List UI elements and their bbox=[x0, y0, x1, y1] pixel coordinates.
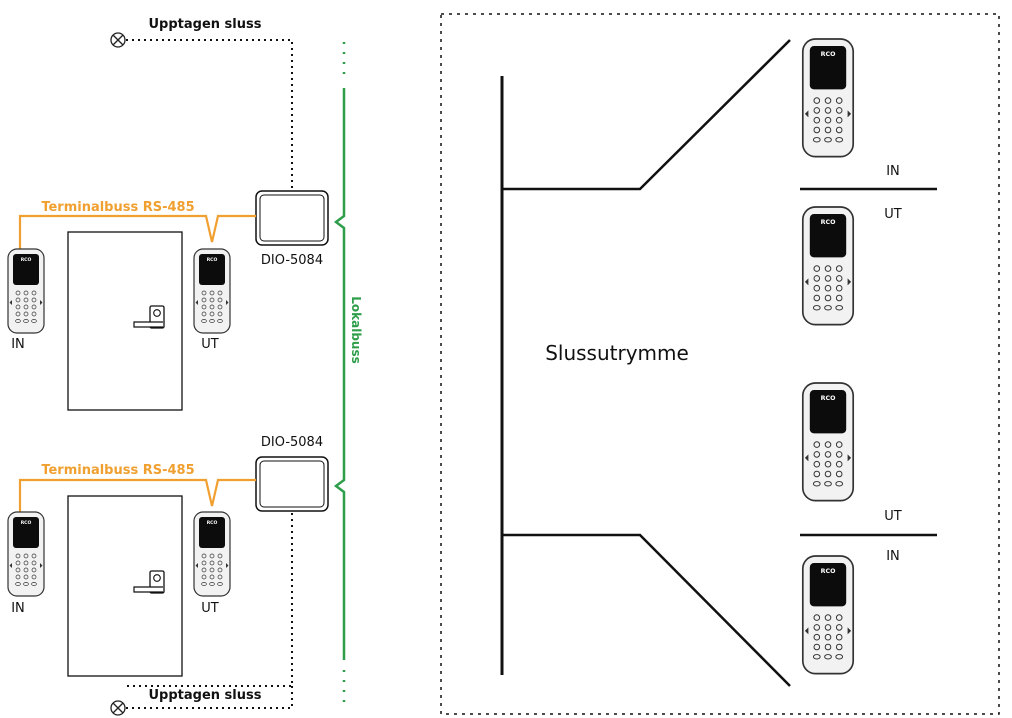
reader-label-ut: UT bbox=[201, 337, 219, 352]
busy-airlock-label-top: Upptagen sluss bbox=[149, 17, 262, 32]
dio-label-top: DIO-5084 bbox=[261, 253, 323, 268]
airlock-frame bbox=[440, 13, 1000, 715]
local-bus-line bbox=[333, 88, 346, 660]
lamp-icon bbox=[110, 32, 126, 48]
terminal-bus-bottom bbox=[18, 478, 256, 513]
door-bottom bbox=[67, 495, 183, 677]
lamp-icon bbox=[110, 700, 126, 716]
reader-label-in: IN bbox=[886, 164, 900, 179]
door-top-swing bbox=[502, 39, 791, 191]
reader-label-in: IN bbox=[886, 549, 900, 564]
door-top bbox=[67, 231, 183, 411]
card-reader-icon bbox=[801, 555, 855, 675]
terminal-bus-label-bottom: Terminalbuss RS-485 bbox=[41, 463, 194, 478]
signal-line-bottom bbox=[126, 513, 293, 687]
card-reader-icon bbox=[193, 511, 231, 597]
dio-label-bottom: DIO-5084 bbox=[261, 435, 323, 450]
card-reader-icon bbox=[801, 382, 855, 502]
reader-label-ut: UT bbox=[201, 601, 219, 616]
reader-label-in: IN bbox=[11, 337, 25, 352]
door-handle-icon bbox=[133, 305, 165, 329]
reader-label-ut: UT bbox=[884, 509, 902, 524]
card-reader-icon bbox=[801, 38, 855, 158]
reader-label-ut: UT bbox=[884, 207, 902, 222]
signal-line-top bbox=[126, 39, 293, 190]
local-bus-label: Lokalbuss bbox=[349, 296, 363, 364]
door-handle-icon bbox=[133, 570, 165, 594]
reader-label-in: IN bbox=[11, 601, 25, 616]
signal-line-bottom-lamp bbox=[126, 686, 293, 709]
dio-controller-bottom bbox=[255, 456, 329, 512]
terminal-bus-label-top: Terminalbuss RS-485 bbox=[41, 200, 194, 215]
card-reader-icon bbox=[193, 248, 231, 334]
busy-airlock-label-bottom: Upptagen sluss bbox=[149, 688, 262, 703]
door-bottom-swing bbox=[502, 533, 791, 687]
terminal-bus-top bbox=[18, 214, 256, 251]
card-reader-icon bbox=[801, 206, 855, 326]
card-reader-icon bbox=[7, 511, 45, 597]
card-reader-icon bbox=[7, 248, 45, 334]
dio-controller-top bbox=[255, 190, 329, 246]
airlock-space-label: Slussutrymme bbox=[545, 341, 689, 365]
